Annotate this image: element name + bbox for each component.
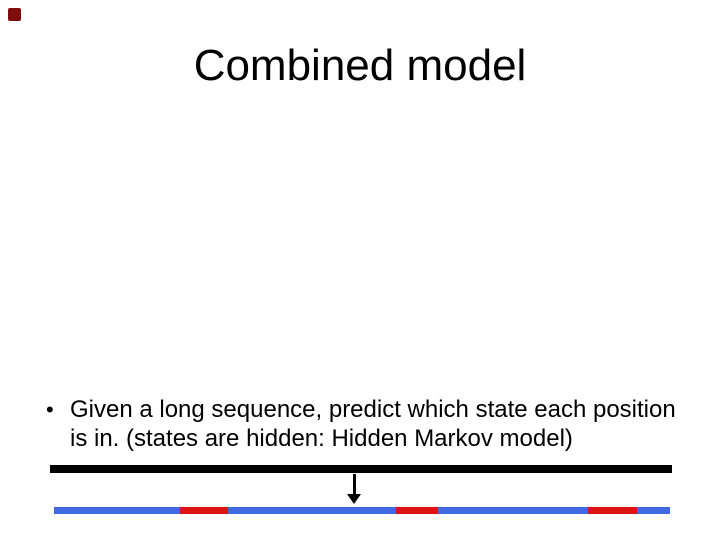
observed-sequence-bar xyxy=(50,465,672,473)
state-segment xyxy=(396,507,438,514)
bullet-line-2: is in. (states are hidden: Hidden Markov… xyxy=(70,425,573,452)
bullet-item: • Given a long sequence, predict which s… xyxy=(46,395,706,453)
state-segment xyxy=(588,507,637,514)
corner-marker xyxy=(8,8,21,21)
arrow-shaft xyxy=(353,474,356,496)
slide-title: Combined model xyxy=(193,41,527,90)
bullet-text: Given a long sequence, predict which sta… xyxy=(70,395,706,453)
state-segment xyxy=(180,507,228,514)
arrow-head xyxy=(347,494,361,504)
bullet-line-1: Given a long sequence, predict which sta… xyxy=(70,396,676,423)
bullet-marker: • xyxy=(46,397,54,422)
hidden-state-bar xyxy=(54,507,670,514)
down-arrow-icon xyxy=(346,474,362,505)
